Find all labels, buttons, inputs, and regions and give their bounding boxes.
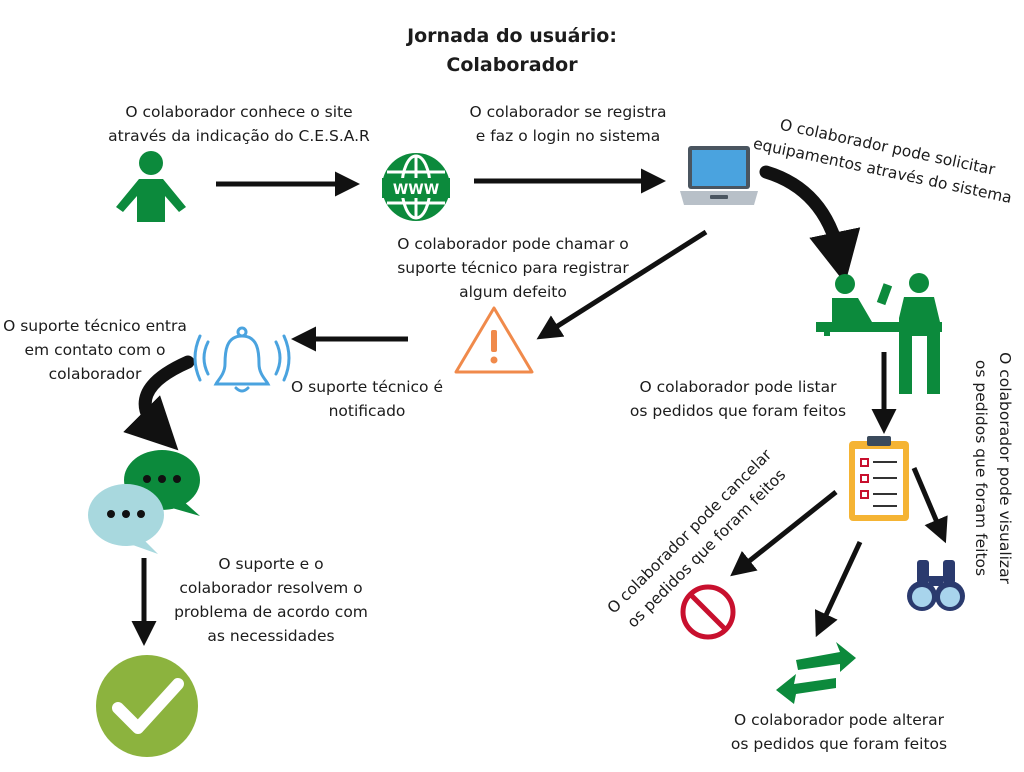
- arrow-laptop-to-request: [759, 165, 861, 284]
- arrow-laptop-to-warning: [536, 229, 708, 340]
- clipboard-list-icon: [849, 436, 909, 521]
- step-list-orders-label: O colaborador pode listar os pedidos que…: [629, 378, 847, 420]
- arrow-list-to-cancel: [730, 490, 838, 577]
- svg-text:WWW: WWW: [393, 182, 439, 198]
- warning-icon: [454, 306, 534, 374]
- arrow-list-to-view: [911, 467, 948, 544]
- diagram-title: Jornada do usuário: Colaborador: [312, 22, 712, 80]
- step-alter-orders-label: O colaborador pode alterar os pedidos qu…: [730, 711, 948, 753]
- chat-bubbles-icon: [88, 450, 200, 554]
- step-call-support-label: O colaborador pode chamar o suporte técn…: [397, 235, 629, 301]
- arrow-list-to-alter: [814, 540, 863, 638]
- title-line-2: Colaborador: [446, 54, 578, 76]
- globe-www-icon: WWW: [382, 153, 450, 221]
- step-register-label: O colaborador se registra e faz o login …: [469, 103, 667, 145]
- prohibited-icon: [680, 584, 736, 640]
- step-support-notified-label: O suporte técnico é notificado: [291, 378, 443, 420]
- step-view-orders-label: O colaborador pode visualizar os pedidos…: [972, 352, 1014, 584]
- title-line-1: Jornada do usuário:: [407, 25, 617, 47]
- swap-arrows-icon: [776, 642, 856, 704]
- binoculars-icon: [907, 560, 965, 611]
- bell-icon: [193, 326, 291, 393]
- laptop-icon: [680, 146, 758, 205]
- step-support-contacts-label: O suporte técnico entra em contato com o…: [3, 317, 187, 383]
- arrow-bell-to-chat: [123, 355, 195, 451]
- counter-service-icon: [816, 273, 942, 394]
- check-circle-icon: [96, 655, 198, 757]
- person-icon: [116, 151, 186, 222]
- step-resolve-label: O suporte e o colaborador resolvem o pro…: [174, 555, 368, 645]
- step-discover-label: O colaborador conhece o site através da …: [108, 103, 370, 145]
